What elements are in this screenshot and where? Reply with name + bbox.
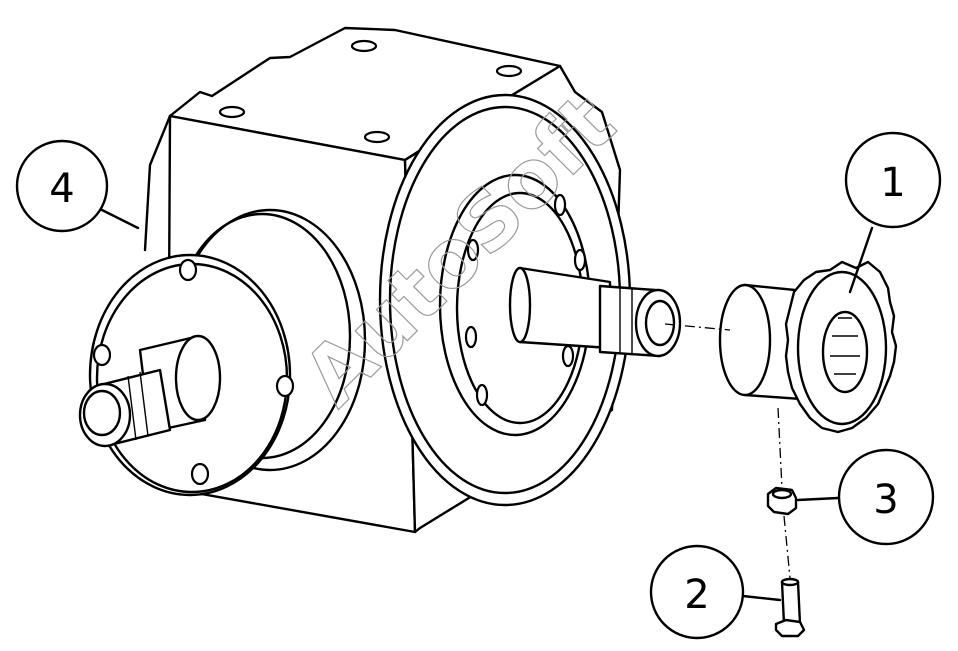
callout-4: 4 (15, 139, 140, 233)
callout-2: 2 (649, 544, 782, 640)
callout-1: 1 (844, 131, 942, 294)
callout-2-label: 2 (684, 572, 709, 618)
callout-4-label: 4 (49, 166, 74, 212)
output-shaft (508, 266, 682, 358)
callout-3-label: 3 (873, 477, 898, 523)
callout-1-label: 1 (880, 160, 905, 206)
callout-3: 3 (796, 448, 935, 546)
sprocket-part-1 (718, 260, 898, 434)
input-shaft (78, 334, 222, 448)
nut-part-3 (766, 486, 798, 516)
assembly-centerlines (664, 323, 791, 579)
bolt-part-2 (774, 577, 806, 638)
